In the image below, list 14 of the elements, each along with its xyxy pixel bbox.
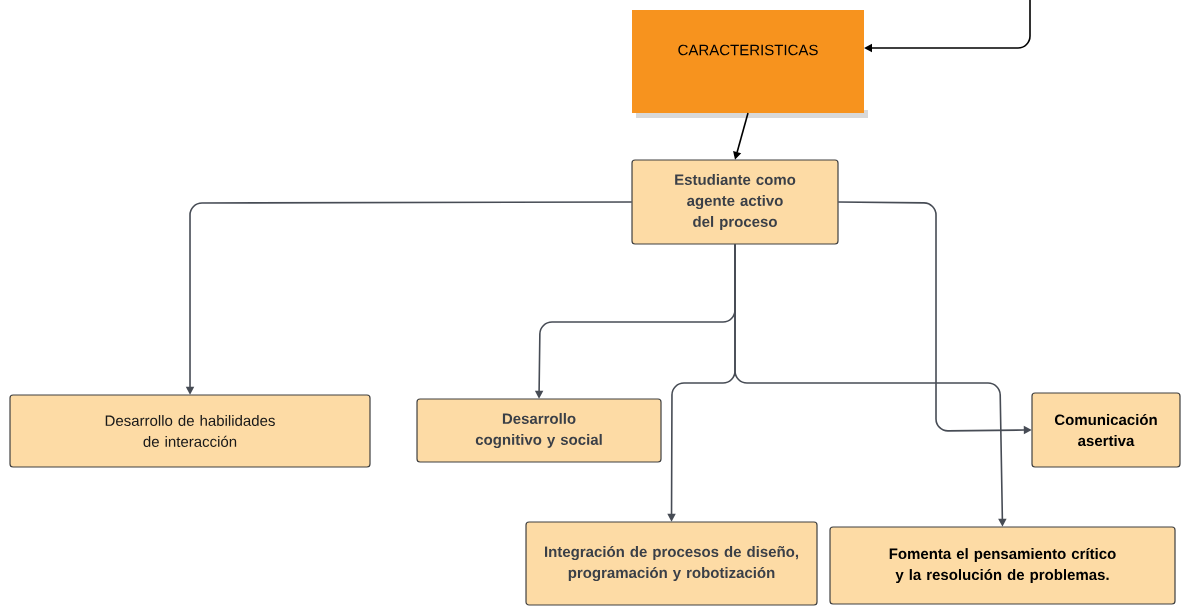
node-text: Desarrollo de habilidades de interacción — [105, 415, 275, 447]
title-box — [632, 10, 868, 118]
node-text: Estudiante como agente activo del proceso — [675, 174, 796, 230]
node-text: CARACTERISTICAS — [678, 44, 818, 56]
process-box — [525, 521, 818, 606]
node-text: Integración de procesos de diseño, programación y robotización — [545, 545, 799, 582]
process-box — [631, 159, 839, 245]
node-text: Desarrollo cognitivo y social — [475, 412, 602, 448]
process-box — [9, 394, 371, 468]
process-box — [829, 526, 1176, 605]
node-text: Fomenta el pensamiento crítico y la resolución de problemas. — [889, 547, 1116, 584]
node-text: Comunicación asertiva — [1054, 413, 1157, 447]
process-box — [416, 398, 662, 463]
process-box — [1031, 392, 1181, 468]
